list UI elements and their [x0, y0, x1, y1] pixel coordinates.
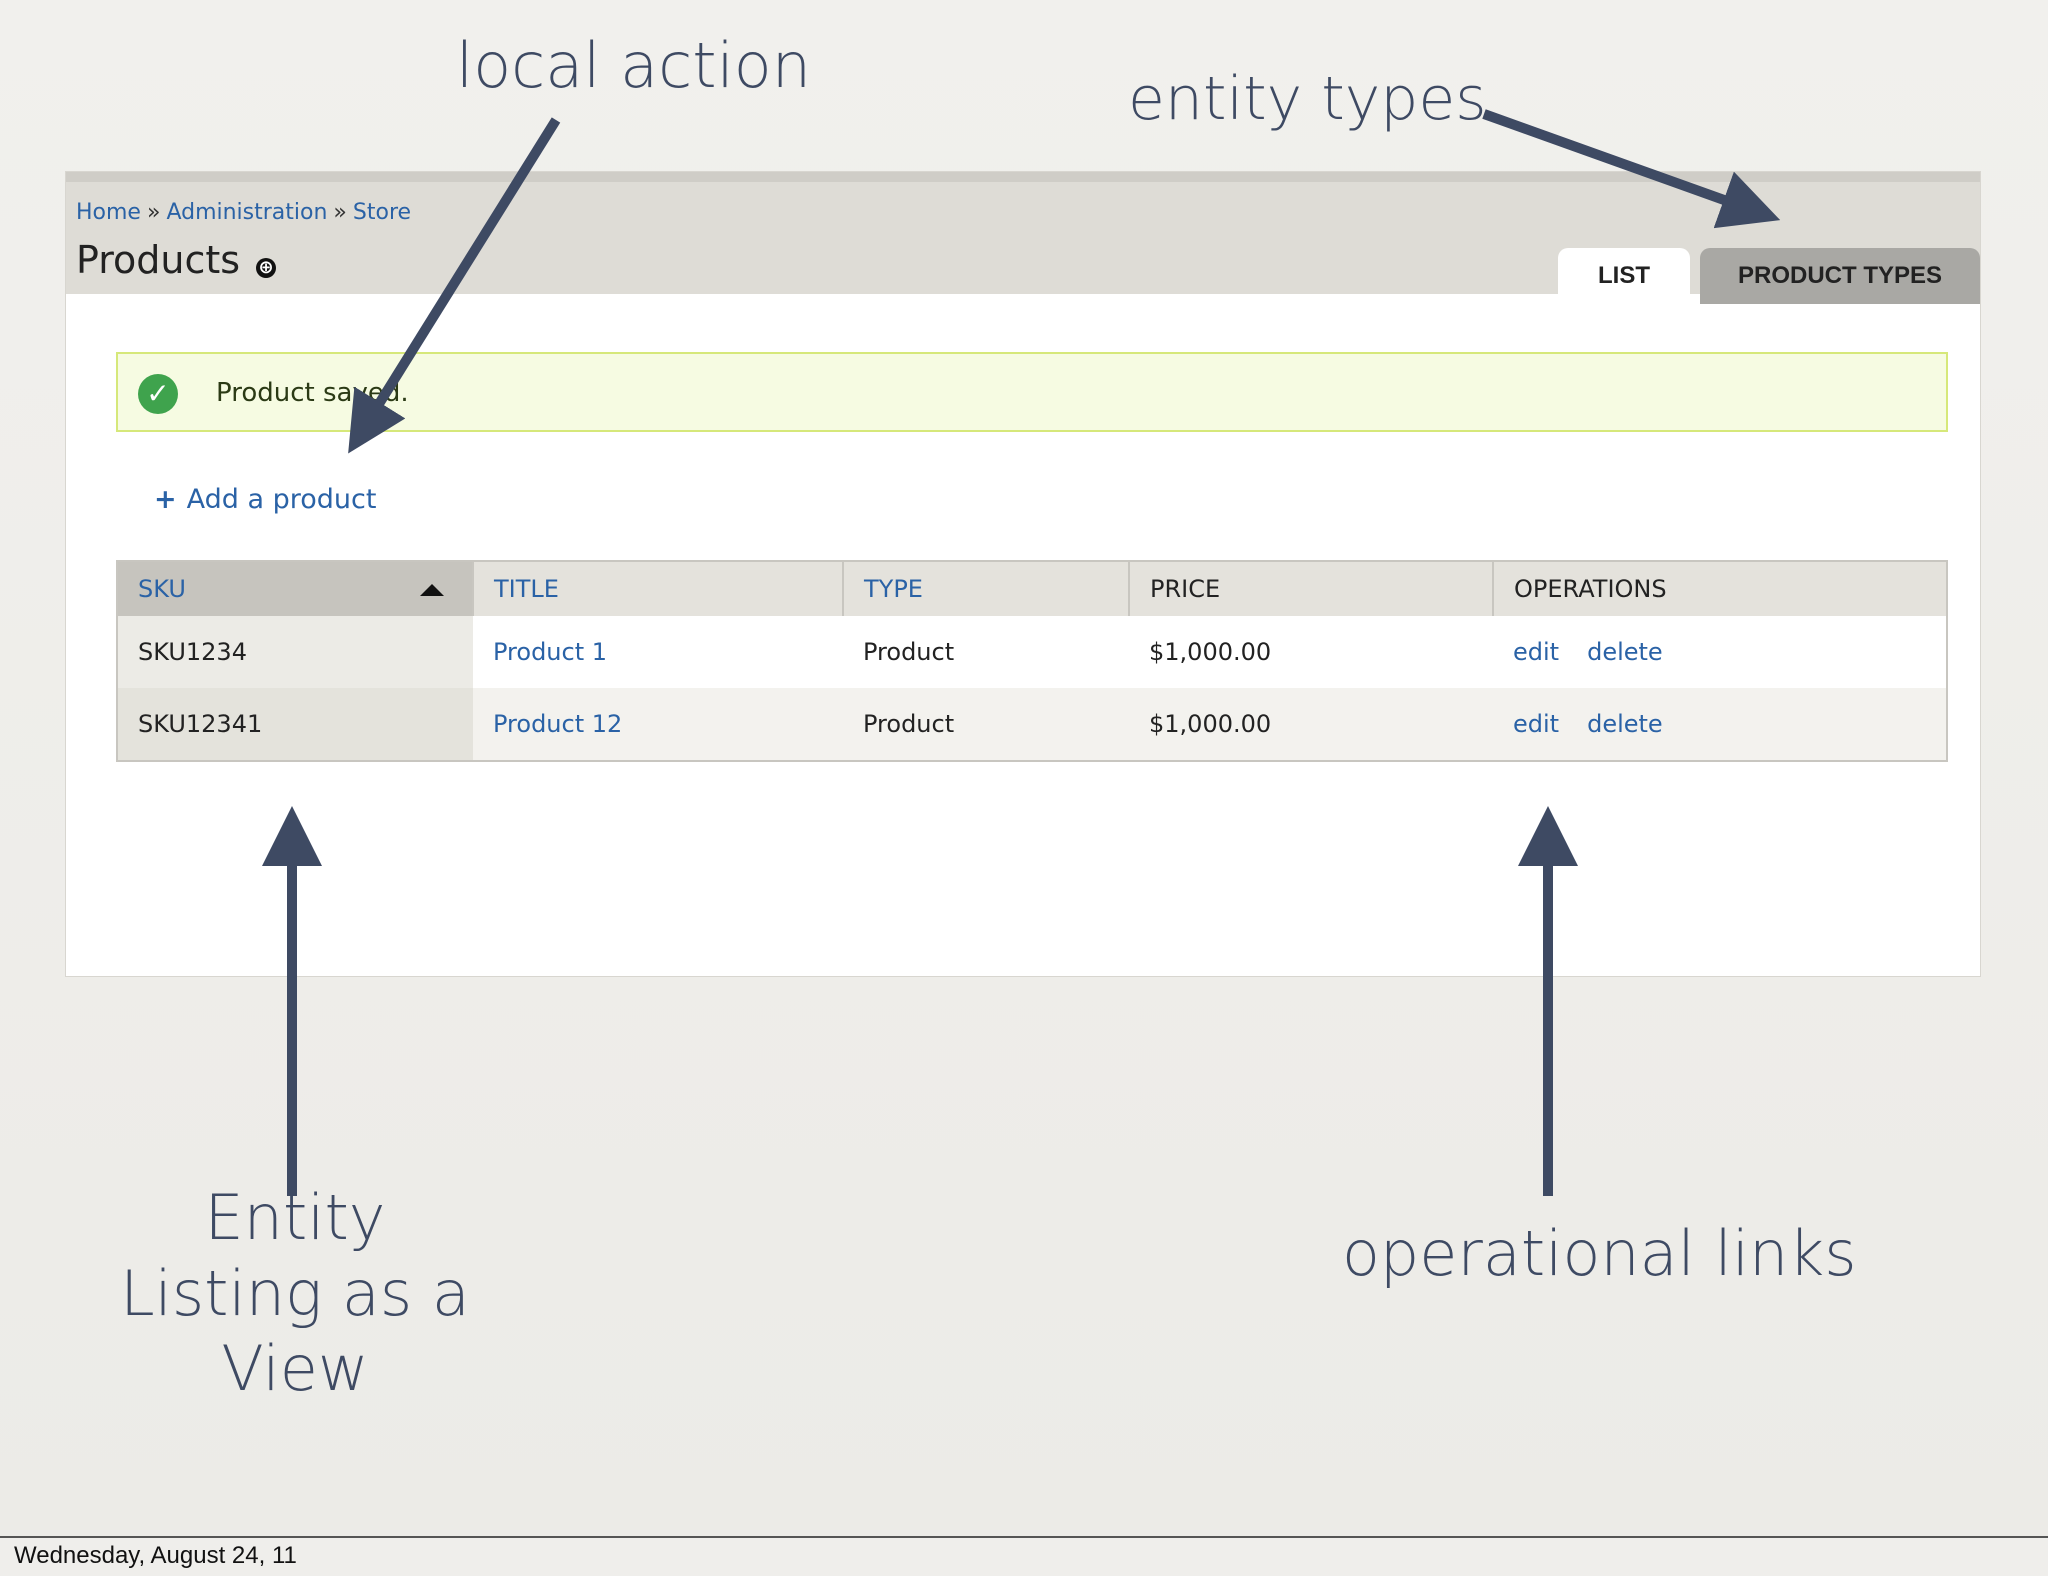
delete-link[interactable]: delete [1587, 638, 1663, 666]
delete-link[interactable]: delete [1587, 710, 1663, 738]
annotation-local-action: local action [456, 29, 812, 102]
cell-sku: SKU1234 [117, 616, 473, 688]
column-header-type[interactable]: TYPE [843, 561, 1130, 616]
breadcrumb-separator: » [146, 200, 161, 225]
cell-type: Product [843, 688, 1129, 761]
slide: local action entity types Home»Administr… [0, 0, 2048, 1538]
annotation-entity-listing: Entity Listing as a View [40, 1180, 550, 1407]
column-header-title[interactable]: TITLE [473, 561, 844, 616]
column-header-operations: OPERATIONS [1493, 561, 1947, 616]
cell-operations: edit delete [1493, 688, 1947, 761]
sort-ascending-icon [420, 584, 444, 596]
annotation-listing-line: Listing as a View [120, 1256, 470, 1406]
annotation-operational-links: operational links [1342, 1217, 1857, 1290]
product-title-link[interactable]: Product 1 [493, 638, 608, 666]
tab-product-types[interactable]: PRODUCT TYPES [1700, 248, 1980, 304]
tab-list[interactable]: LIST [1558, 248, 1690, 304]
status-message: ✓ Product saved. [116, 352, 1948, 432]
add-product-link[interactable]: + Add a product [154, 484, 376, 515]
edit-link[interactable]: edit [1513, 638, 1560, 666]
column-header-price: PRICE [1129, 561, 1494, 616]
product-title-link[interactable]: Product 12 [493, 710, 623, 738]
cell-operations: edit delete [1493, 616, 1947, 688]
column-header-sku[interactable]: SKU [117, 561, 474, 616]
arrow-local-action [348, 117, 561, 454]
cell-type: Product [843, 616, 1129, 688]
table-row: SKU12341 Product 12 Product $1,000.00 ed… [117, 688, 1947, 761]
products-table: SKU TITLE TYPE PRICE OPERATIONS SKU1234 … [116, 560, 1948, 762]
screenshot-panel: Home»Administration»Store Products ⊕ LIS… [66, 172, 1980, 976]
breadcrumb-store[interactable]: Store [352, 200, 412, 225]
edit-link[interactable]: edit [1513, 710, 1560, 738]
cell-price: $1,000.00 [1129, 616, 1493, 688]
add-product-label: Add a product [186, 484, 377, 515]
add-shortcut-icon[interactable]: ⊕ [256, 258, 276, 278]
cell-title: Product 12 [473, 688, 843, 761]
cell-title: Product 1 [473, 616, 843, 688]
check-icon: ✓ [138, 374, 178, 414]
cell-sku: SKU12341 [117, 688, 473, 761]
arrow-entity-types [1482, 109, 1781, 229]
column-label-sku: SKU [138, 575, 186, 603]
annotation-arrows [262, 109, 1781, 1196]
breadcrumb-administration[interactable]: Administration [166, 200, 328, 225]
plus-icon: + [154, 484, 177, 515]
footer-date: Wednesday, August 24, 11 [14, 1542, 297, 1569]
table-row: SKU1234 Product 1 Product $1,000.00 edit… [117, 616, 1947, 688]
breadcrumb: Home»Administration»Store [76, 200, 411, 225]
cell-price: $1,000.00 [1129, 688, 1493, 761]
page-title: Products [76, 238, 241, 282]
table-header-row: SKU TITLE TYPE PRICE OPERATIONS [117, 561, 1947, 616]
breadcrumb-home[interactable]: Home [76, 200, 141, 225]
page-header: Home»Administration»Store Products ⊕ LIS… [66, 172, 1980, 304]
breadcrumb-separator: » [333, 200, 347, 225]
annotation-entity-types: entity types [1128, 64, 1487, 134]
